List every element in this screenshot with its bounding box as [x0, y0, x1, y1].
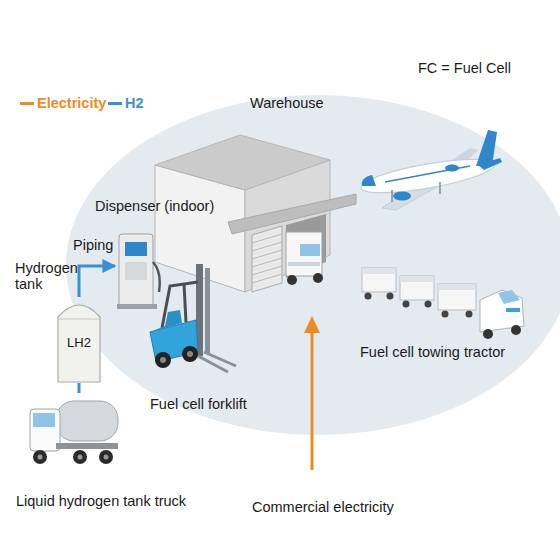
node-caption: Dispenser (indoor)	[95, 198, 214, 214]
legend-text: Electricity	[37, 95, 106, 111]
node-caption: Liquid hydrogen tank truck	[16, 493, 186, 509]
legend-item: H2	[108, 95, 144, 111]
tractor-label: Fuel cell towing tractor	[360, 344, 505, 360]
node-caption: Hydrogen tank	[15, 260, 79, 292]
node-shape	[115, 232, 163, 310]
legend-text: H2	[125, 95, 144, 111]
dispenser-node: Dispenser (indoor)	[115, 232, 163, 310]
tank-truck-node: Liquid hydrogen tank truck	[28, 393, 120, 465]
delivery-truck	[286, 232, 323, 285]
electricity-arrow	[304, 316, 320, 470]
legend-item: Electricity	[20, 95, 106, 111]
h2-supply-line	[78, 383, 81, 393]
forklift	[150, 264, 236, 372]
piping-arrow	[79, 266, 115, 297]
node-shape	[28, 393, 120, 465]
edge-label: Piping	[73, 237, 113, 253]
tank-content-label: LH2	[57, 335, 101, 351]
note-text: FC = Fuel Cell	[418, 60, 511, 76]
warehouse-label: Warehouse	[250, 95, 324, 111]
hydrogen-tank-node: Hydrogen tankLH2	[57, 297, 101, 383]
towing-tractor-train	[362, 268, 524, 339]
legend-line-sample	[108, 102, 122, 105]
legend-line-sample	[20, 102, 34, 105]
electricity-source-label: Commercial electricity	[252, 499, 394, 515]
airplane	[359, 130, 502, 210]
forklift-label: Fuel cell forklift	[150, 396, 247, 412]
